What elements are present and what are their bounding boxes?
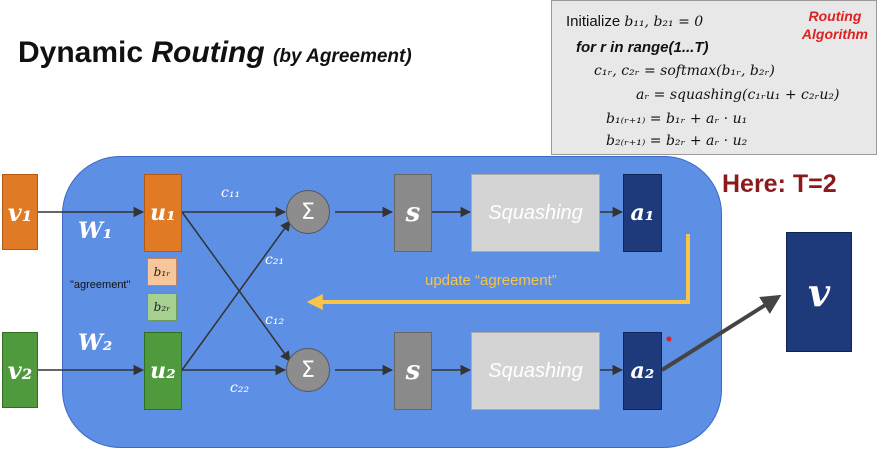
algo-loop-line: for r in range(1...T): [576, 39, 709, 56]
title-main: Dynamic: [18, 36, 152, 69]
algorithm-heading: Routing Algorithm: [802, 7, 868, 43]
activation-a2-box: a₂: [623, 332, 662, 410]
weight-w2-label: W₂: [78, 330, 113, 356]
agreement-b2r-box: b₂ᵣ: [147, 293, 177, 321]
algo-init-math: b₁₁, b₂₁ = 0: [624, 14, 704, 30]
wire-a2-v: [660, 294, 782, 372]
algo-line-1: c₁ᵣ, c₂ᵣ = softmax(b₁ᵣ, b₂ᵣ): [594, 63, 775, 79]
sum-node-1: Σ: [286, 190, 330, 234]
squashing-node-2: Squashing: [471, 332, 600, 410]
iterations-label: Here: T=2: [722, 170, 837, 198]
coef-c22-label: c₂₂: [230, 380, 250, 396]
wire-u1-sum2: [181, 211, 291, 362]
coef-c12-label: c₁₂: [265, 312, 285, 328]
title-subtitle: (by Agreement): [273, 46, 412, 67]
algo-line-4: b₂₍ᵣ₊₁₎ = b₂ᵣ + aᵣ · u₂: [606, 133, 748, 149]
wire-u2-sum1: [181, 220, 291, 371]
input-v1-box: v₁: [2, 174, 38, 250]
update-agreement-arrow: [306, 234, 690, 310]
highlight-dot: [666, 336, 672, 342]
title-italic: Routing: [151, 36, 265, 69]
update-agreement-label: update “agreement”: [425, 272, 557, 289]
output-v-box: v: [786, 232, 852, 352]
activation-a1-box: a₁: [623, 174, 662, 252]
algo-init-line: Initialize b₁₁, b₂₁ = 0: [566, 13, 703, 30]
agreement-label: "agreement": [70, 279, 131, 291]
algorithm-heading-line2: Algorithm: [801, 26, 868, 42]
page-title: Dynamic Routing (by Agreement): [18, 36, 412, 70]
algorithm-heading-line1: Routing: [808, 8, 862, 24]
routing-algorithm-box: Routing Algorithm Initialize b₁₁, b₂₁ = …: [551, 0, 877, 155]
squashing-node-1: Squashing: [471, 174, 600, 252]
input-v2-box: v₂: [2, 332, 38, 408]
hidden-u2-box: u₂: [144, 332, 182, 410]
coef-c11-label: c₁₁: [221, 185, 241, 201]
coef-c21-label: c₂₁: [265, 252, 285, 268]
s-node-2: s: [394, 332, 432, 410]
sum-node-2: Σ: [286, 348, 330, 392]
algo-line-3: b₁₍ᵣ₊₁₎ = b₁ᵣ + aᵣ · u₁: [606, 111, 748, 127]
s-node-1: s: [394, 174, 432, 252]
agreement-b1r-box: b₁ᵣ: [147, 258, 177, 286]
hidden-u1-box: u₁: [144, 174, 182, 252]
algo-line-2: aᵣ = squashing(c₁ᵣu₁ + c₂ᵣu₂): [636, 87, 840, 103]
weight-w1-label: W₁: [78, 218, 113, 244]
algo-init-word: Initialize: [566, 13, 621, 30]
